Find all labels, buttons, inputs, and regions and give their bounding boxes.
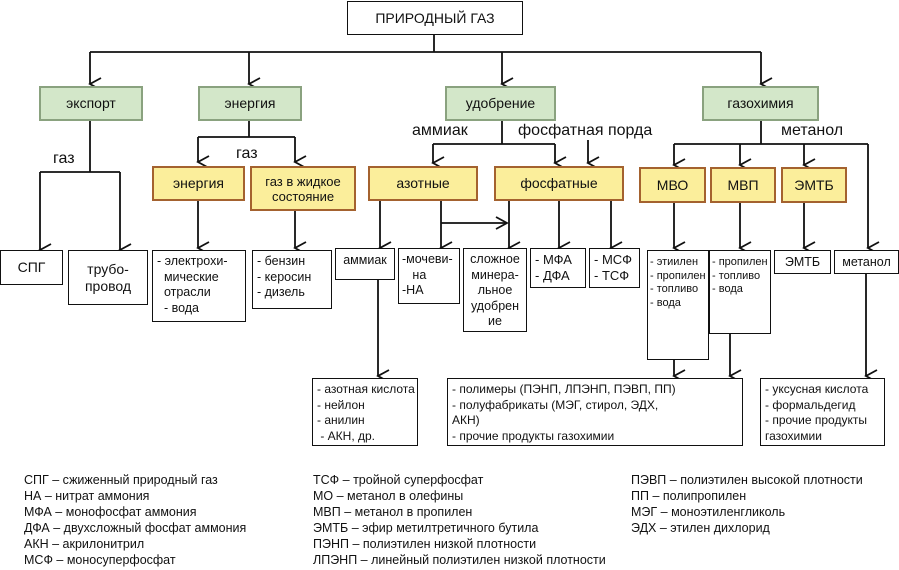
category-fertilizer: удобрение [445, 86, 556, 121]
legend-entry: НА – нитрат аммония [24, 489, 150, 503]
list-item: льное [477, 283, 513, 297]
product-complex-fertilizer: сложное минера- льное удобрен ие [463, 248, 527, 332]
sub-phosphate: фосфатные [494, 166, 624, 201]
list-item: - МФА [535, 252, 572, 267]
sub-nitrogen: азотные [368, 166, 478, 201]
root-node: ПРИРОДНЫЙ ГАЗ [347, 1, 523, 35]
sub-mvo: МВО [639, 167, 706, 203]
legend-entry: СПГ – сжиженный природный газ [24, 473, 218, 487]
list-item: - формальдегид [765, 397, 856, 412]
list-item: газохимии [765, 428, 822, 443]
legend-column-3: ПЭВП – полиэтилен высокой плотности ПП –… [631, 472, 863, 536]
list-item: - анилин [317, 413, 365, 427]
list-item: ие [488, 314, 502, 328]
legend-entry: МФА – монофосфат аммония [24, 505, 197, 519]
list-item: - вода [157, 300, 200, 315]
list-item: удобрен [470, 298, 520, 313]
edge-label-methanol: метанол [781, 122, 844, 139]
product-pipeline-line: трубо- [87, 260, 129, 277]
legend-entry: ЭМТБ – эфир метилтретичного бутила [313, 521, 539, 535]
legend-entry: ДФА – двухсложный фосфат аммония [24, 521, 247, 535]
end-methanol-derivatives: - уксусная кислота - формальдегид - проч… [760, 378, 885, 446]
category-gas-chemistry: газохимия [702, 86, 819, 121]
list-item: - вода [712, 283, 743, 295]
list-item: - уксусная кислота [765, 382, 869, 396]
product-pipeline: трубо- провод [68, 250, 148, 305]
product-msf-tsf: - МСФ - ТСФ [589, 248, 640, 288]
sub-liquefied-gas-line1: газ в жидкое [265, 173, 341, 189]
sub-energy: энергия [152, 166, 245, 201]
list-item: - ТСФ [594, 267, 630, 283]
product-electrochem: - электрохи- мические отрасли - вода [152, 250, 246, 322]
list-item: - топливо [712, 269, 761, 282]
legend-column-2: ТСФ – тройной суперфосфат МО – метанол в… [313, 472, 606, 568]
sub-liquefied-gas-line2: состояние [271, 188, 335, 204]
category-energy: энергия [198, 86, 302, 121]
list-item: мические [157, 269, 219, 284]
list-item: АКН) [452, 413, 480, 427]
legend-entry: МВП – метанол в пропилен [313, 505, 473, 519]
list-item: - прочие продукты [765, 413, 867, 427]
list-item: - прочие продукты газохимии [452, 428, 615, 443]
product-mfa-dfa: - МФА - ДФА [530, 248, 586, 288]
list-item: - дизель [257, 285, 305, 299]
list-item: - МСФ [594, 252, 633, 267]
edge-label-export-gas: газ [53, 150, 75, 167]
list-item: - топливо [650, 283, 699, 295]
sub-emtb: ЭМТБ [781, 167, 847, 203]
list-item: сложное [470, 252, 520, 266]
edge-label-energy-gas: газ [236, 145, 258, 162]
category-export: экспорт [39, 86, 143, 121]
list-item: - ДФА [535, 267, 570, 283]
list-item: - этиилен [650, 256, 699, 268]
product-ammonia: аммиак [335, 248, 395, 280]
legend-entry: ЛПЭНП – линейный полиэтилен низкой плотн… [313, 553, 606, 567]
sub-liquefied-gas: газ в жидкое состояние [250, 166, 356, 211]
list-item: - полимеры (ПЭНП, ЛПЭНП, ПЭВП, ПП) [452, 382, 676, 396]
list-item: -НА [402, 283, 424, 297]
product-emtb: ЭМТБ [774, 250, 831, 274]
legend-entry: ЭДХ – этилен дихлорид [631, 521, 770, 535]
product-mvp-outputs: - пропилен - топливо - вода [709, 250, 771, 334]
legend-entry: ПП – полипропилен [631, 489, 747, 503]
end-gaschem-products: - полимеры (ПЭНП, ЛПЭНП, ПЭВП, ПП) - пол… [447, 378, 743, 446]
product-methanol: метанол [834, 250, 899, 274]
list-item: -мочеви- [402, 252, 453, 266]
product-fuels: - бензин - керосин - дизель [252, 250, 332, 309]
edge-label-phosphate-rock: фосфатная порда [518, 122, 653, 139]
legend-entry: ПЭВП – полиэтилен высокой плотности [631, 473, 863, 487]
legend-entry: ТСФ – тройной суперфосфат [313, 473, 484, 487]
list-item: - полуфабрикаты (МЭГ, стирол, ЭДХ, [452, 397, 659, 412]
list-item: - азотная кислота [317, 382, 415, 396]
list-item: - вода [650, 296, 681, 309]
list-item: отрасли [157, 285, 211, 299]
legend-entry: ПЭНП – полиэтилен низкой плотности [313, 537, 537, 551]
product-mvo-outputs: - этиилен - пропилен - топливо - вода [647, 250, 709, 360]
list-item: - пропилен [650, 269, 706, 282]
product-spg: СПГ [0, 250, 63, 285]
legend-entry: АКН – акрилонитрил [24, 537, 145, 551]
legend-entry: МЭГ – моноэтиленгликоль [631, 505, 786, 519]
sub-mvp: МВП [710, 167, 776, 203]
legend-column-1: СПГ – сжиженный природный газ НА – нитра… [24, 472, 246, 568]
legend-entry: МО – метанол в олефины [313, 489, 464, 503]
list-item: - электрохи- [157, 254, 228, 268]
list-item: - АКН, др. [317, 428, 376, 443]
product-urea: -мочеви- на -НА [398, 248, 460, 304]
list-item: - бензин [257, 254, 306, 268]
end-ammonia-derivatives: - азотная кислота - нейлон - анилин - АК… [312, 378, 418, 446]
product-pipeline-line: провод [84, 277, 132, 294]
list-item: - нейлон [317, 397, 365, 412]
list-item: - пропилен [712, 256, 768, 268]
legend-entry: МСФ – моносуперфосфат [24, 553, 176, 567]
edge-label-ammonia: аммиак [412, 122, 468, 139]
list-item: минера- [471, 267, 519, 282]
list-item: на [402, 267, 427, 282]
list-item: - керосин [257, 269, 312, 284]
